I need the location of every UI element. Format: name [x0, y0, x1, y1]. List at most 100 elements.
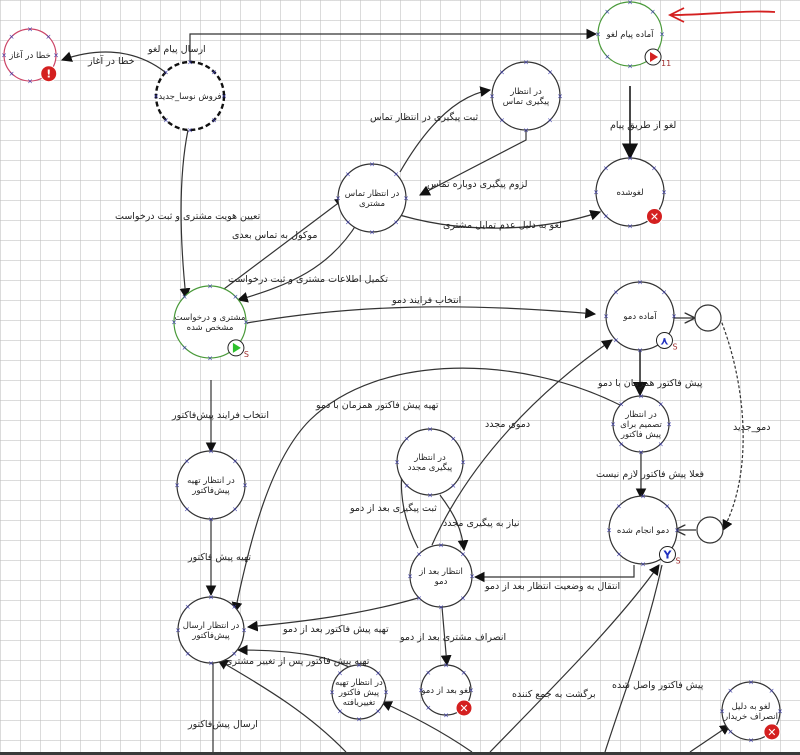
anchor-marker-icon[interactable]: ×: [618, 401, 624, 409]
edge-identified-to-contact[interactable]: [211, 197, 346, 299]
anchor-marker-icon[interactable]: ×: [728, 687, 734, 695]
edge-contact-to-identified[interactable]: [236, 221, 359, 303]
anchor-marker-icon[interactable]: ×: [184, 506, 190, 514]
state-circle[interactable]: [595, 157, 665, 227]
anchor-marker-icon[interactable]: ×: [469, 573, 475, 581]
state-circle[interactable]: [696, 516, 724, 544]
edge-after-demo-to-send-invoice[interactable]: [246, 597, 419, 632]
anchor-marker-icon[interactable]: ×: [728, 728, 734, 736]
anchor-marker-icon[interactable]: ×: [375, 669, 381, 677]
edge-contact-to-followup[interactable]: [399, 86, 492, 173]
anchor-marker-icon[interactable]: ×: [664, 502, 670, 510]
anchor-marker-icon[interactable]: ×: [666, 421, 672, 429]
anchor-marker-icon[interactable]: ×: [604, 53, 610, 61]
anchor-marker-icon[interactable]: ×: [671, 313, 677, 321]
anchor-marker-icon[interactable]: ×: [335, 195, 341, 203]
anchor-marker-icon[interactable]: ×: [461, 669, 467, 677]
edge-demo-done-to-after-demo[interactable]: [473, 565, 635, 583]
state-junction-bottom[interactable]: [696, 516, 724, 544]
anchor-marker-icon[interactable]: ×: [337, 708, 343, 716]
anchor-marker-icon[interactable]: ×: [595, 31, 601, 39]
state-circle[interactable]: [694, 304, 722, 332]
state-circle[interactable]: [409, 544, 473, 608]
anchor-marker-icon[interactable]: ×: [547, 68, 553, 76]
state-circle[interactable]: [177, 596, 245, 664]
anchor-marker-icon[interactable]: ×: [618, 440, 624, 448]
anchor-marker-icon[interactable]: ×: [345, 170, 351, 178]
anchor-marker-icon[interactable]: ×: [769, 687, 775, 695]
anchor-marker-icon[interactable]: ×: [45, 33, 51, 41]
anchor-marker-icon[interactable]: ×: [674, 527, 680, 535]
anchor-marker-icon[interactable]: ×: [187, 127, 193, 135]
edge-to-cancel-buyer[interactable]: [689, 724, 731, 752]
anchor-marker-icon[interactable]: ×: [211, 117, 217, 125]
anchor-marker-icon[interactable]: ×: [208, 660, 214, 668]
anchor-marker-icon[interactable]: ×: [9, 33, 15, 41]
edge-invoice-received-2[interactable]: [604, 564, 663, 752]
anchor-marker-icon[interactable]: ×: [53, 52, 59, 60]
anchor-marker-icon[interactable]: ×: [468, 687, 474, 695]
anchor-marker-icon[interactable]: ×: [450, 435, 456, 443]
state-junction-top[interactable]: [694, 304, 722, 332]
edge-refollow-to-after-demo[interactable]: [439, 494, 469, 552]
edge-identified-to-demo-ready[interactable]: [246, 306, 597, 324]
anchor-marker-icon[interactable]: ×: [243, 319, 249, 327]
edge-followup-to-contact[interactable]: [419, 130, 527, 196]
anchor-marker-icon[interactable]: ×: [499, 117, 505, 125]
anchor-marker-icon[interactable]: ×: [393, 170, 399, 178]
anchor-marker-icon[interactable]: ×: [748, 679, 754, 687]
anchor-marker-icon[interactable]: ×: [460, 594, 466, 602]
state-circle[interactable]: [173, 285, 247, 359]
state-circle[interactable]: [608, 495, 678, 565]
anchor-marker-icon[interactable]: ×: [207, 283, 213, 291]
edge-changed-to-send-invoice[interactable]: [236, 644, 357, 672]
anchor-marker-icon[interactable]: ×: [616, 502, 622, 510]
anchor-marker-icon[interactable]: ×: [638, 393, 644, 401]
anchor-marker-icon[interactable]: ×: [425, 669, 431, 677]
anchor-marker-icon[interactable]: ×: [231, 603, 237, 611]
anchor-marker-icon[interactable]: ×: [450, 482, 456, 490]
anchor-marker-icon[interactable]: ×: [404, 435, 410, 443]
anchor-marker-icon[interactable]: ×: [233, 293, 239, 301]
anchor-marker-icon[interactable]: ×: [523, 127, 529, 135]
state-cancelled[interactable]: ××××××××لغوشده✕: [593, 155, 667, 231]
anchor-marker-icon[interactable]: ×: [489, 93, 495, 101]
edge-invoice-received[interactable]: [489, 564, 660, 752]
anchor-marker-icon[interactable]: ×: [403, 195, 409, 203]
anchor-marker-icon[interactable]: ×: [337, 669, 343, 677]
anchor-marker-icon[interactable]: ×: [627, 155, 633, 163]
anchor-marker-icon[interactable]: ×: [27, 78, 33, 86]
anchor-marker-icon[interactable]: ×: [603, 164, 609, 172]
anchor-marker-icon[interactable]: ×: [171, 319, 177, 327]
anchor-marker-icon[interactable]: ×: [613, 337, 619, 345]
edge-back-to-collector[interactable]: [217, 659, 347, 752]
anchor-marker-icon[interactable]: ×: [650, 8, 656, 16]
anchor-marker-icon[interactable]: ×: [242, 482, 248, 490]
edge-new-sale-to-identified[interactable]: [179, 129, 191, 300]
anchor-marker-icon[interactable]: ×: [163, 117, 169, 125]
state-circle[interactable]: [491, 61, 561, 131]
anchor-marker-icon[interactable]: ×: [211, 68, 217, 76]
anchor-marker-icon[interactable]: ×: [404, 482, 410, 490]
anchor-marker-icon[interactable]: ×: [231, 650, 237, 658]
edge-contact-to-cancelled[interactable]: [389, 209, 602, 229]
anchor-marker-icon[interactable]: ×: [418, 687, 424, 695]
anchor-marker-icon[interactable]: ×: [208, 594, 214, 602]
anchor-marker-icon[interactable]: ×: [606, 527, 612, 535]
anchor-marker-icon[interactable]: ×: [416, 551, 422, 559]
anchor-marker-icon[interactable]: ×: [627, 63, 633, 71]
anchor-marker-icon[interactable]: ×: [9, 70, 15, 78]
anchor-marker-icon[interactable]: ×: [627, 223, 633, 231]
edge-junction-to-junction[interactable]: [719, 317, 744, 531]
anchor-marker-icon[interactable]: ×: [416, 594, 422, 602]
anchor-marker-icon[interactable]: ×: [394, 459, 400, 467]
anchor-marker-icon[interactable]: ×: [356, 716, 362, 724]
anchor-marker-icon[interactable]: ×: [557, 93, 563, 101]
anchor-marker-icon[interactable]: ×: [427, 426, 433, 434]
